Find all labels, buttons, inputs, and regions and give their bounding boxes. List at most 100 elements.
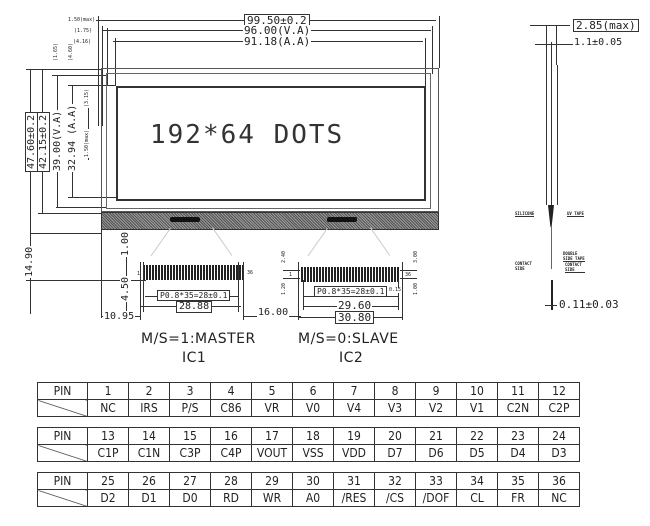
fpc-line [551, 227, 552, 269]
va-height-label: 39.00(V.A) [52, 109, 63, 172]
pin-number: 12 [538, 382, 580, 400]
pin-header: PIN [37, 472, 88, 490]
ext-line [402, 262, 403, 320]
pin-number: 11 [497, 382, 539, 400]
silicone-note: SILICONE [515, 211, 535, 217]
glass-thickness-label: 1.1±0.05 [573, 37, 624, 48]
ext-line [432, 26, 433, 74]
ext-line [243, 262, 244, 320]
pin-name: D2 [87, 489, 129, 507]
pin-name: D0 [169, 489, 211, 507]
ic2-pin-array [301, 267, 399, 282]
pin-name: C2P [538, 399, 580, 417]
glass-line [551, 42, 552, 212]
pin-number: 23 [497, 427, 539, 445]
pin-number: 4 [210, 382, 252, 400]
left-edge-max-label: 1.50(max) [67, 17, 97, 23]
ext-line [143, 262, 144, 312]
ic-bonding-strip [101, 212, 439, 230]
ext-line [298, 262, 299, 320]
pin-name: C1N [128, 444, 170, 462]
fan-line [370, 227, 391, 256]
fpc-thickness-label: 0.11±0.03 [558, 298, 620, 311]
contact-side-left-note: CONTACT SIDE [515, 261, 532, 271]
pin-name: V0 [292, 399, 334, 417]
pin-number: 31 [333, 472, 375, 490]
ext-line [398, 280, 399, 310]
pin-number: 15 [169, 427, 211, 445]
ext-line [38, 213, 101, 214]
pin-name: V1 [456, 399, 498, 417]
ext-line [400, 270, 417, 271]
pin-number: 30 [292, 472, 334, 490]
pin-number: 21 [415, 427, 457, 445]
top-aa-offset-label: (4.60) [68, 41, 74, 62]
fan-line [307, 228, 328, 257]
ext-line [115, 38, 116, 86]
ic1-pin-first: 1 [136, 271, 142, 277]
resolution-label: 192*64 DOTS [150, 120, 345, 150]
pin-name: A0 [292, 489, 334, 507]
ic1-pitch-label: P0.8*35=28±0.1 [157, 290, 231, 301]
fpc-length-label: 14.90 [24, 245, 35, 278]
va-width-label: 96.00(V.A) [243, 24, 312, 37]
pin-number: 24 [538, 427, 580, 445]
pin-number: 29 [251, 472, 293, 490]
ic2-mode-label: M/S=0:SLAVE [298, 331, 399, 347]
ext-line [102, 26, 103, 126]
pin-name: VR [251, 399, 293, 417]
diagonal-cell [37, 399, 88, 417]
lcd-active-area [116, 86, 426, 201]
fan-line [150, 228, 171, 257]
pin-number: 10 [456, 382, 498, 400]
pin-table-row-3: PIN 25 26 27 28 29 30 31 32 33 34 35 36 … [37, 472, 580, 507]
dim-line-ic1-height [126, 234, 127, 314]
ic1-left-offset-label: 10.95 [103, 311, 136, 322]
pin-number: 6 [292, 382, 334, 400]
lcd-outline [101, 68, 439, 212]
ext-line [238, 262, 239, 312]
ic2-left-top-label: 2.40 [281, 249, 287, 264]
diagonal-cell [37, 444, 88, 462]
pin-name: D1 [128, 489, 170, 507]
ext-line [68, 85, 116, 86]
ext-line [56, 207, 106, 208]
ext-line [98, 16, 99, 126]
side-profile [546, 65, 558, 205]
ic2-right-top-label: 3.00 [413, 249, 419, 264]
pin-number: 34 [456, 472, 498, 490]
dim-line-inner [88, 88, 89, 160]
ext-line [52, 75, 106, 76]
ext-line [425, 38, 426, 86]
dim-line-outline-height [30, 69, 31, 314]
ext-line [400, 278, 417, 279]
pin-number: 2 [128, 382, 170, 400]
ic2-width-label: 30.80 [335, 311, 375, 324]
ic2-pin-first: 1 [288, 272, 294, 278]
pin-number: 32 [374, 472, 416, 490]
seal-tip [548, 205, 554, 227]
pin-number: 20 [374, 427, 416, 445]
ic2-chip [327, 217, 357, 222]
thickness-max-label: 2.85(max) [573, 19, 639, 32]
pin-number: 33 [415, 472, 457, 490]
contact-side-right-note: CONTACT SIDE [565, 262, 585, 273]
ic1-label: IC1 [182, 350, 207, 366]
pin-number: 36 [538, 472, 580, 490]
pin-name: WR [251, 489, 293, 507]
pin-name: P/S [169, 399, 211, 417]
ic1-height-bottom-label: 4.50 [120, 275, 131, 302]
left-aa-offset-label: (4.16) [72, 39, 93, 45]
pin-name: NC [87, 399, 129, 417]
ic2-right-bottom-label: 1.00 [413, 281, 419, 296]
left-va-offset-label: (1.75) [73, 28, 94, 34]
glass-height-label: 42.15±0.2 [37, 111, 50, 172]
ic1-height-top-label: 1.00 [120, 230, 131, 257]
pin-number: 22 [456, 427, 498, 445]
ext-line [26, 280, 146, 281]
top-va-offset-label: (1.65) [53, 41, 59, 62]
pin-name: D6 [415, 444, 457, 462]
pin-name: NC [538, 489, 580, 507]
lcd-viewing-area [106, 73, 431, 209]
aa-width-label: 91.18(A.A) [243, 35, 312, 48]
